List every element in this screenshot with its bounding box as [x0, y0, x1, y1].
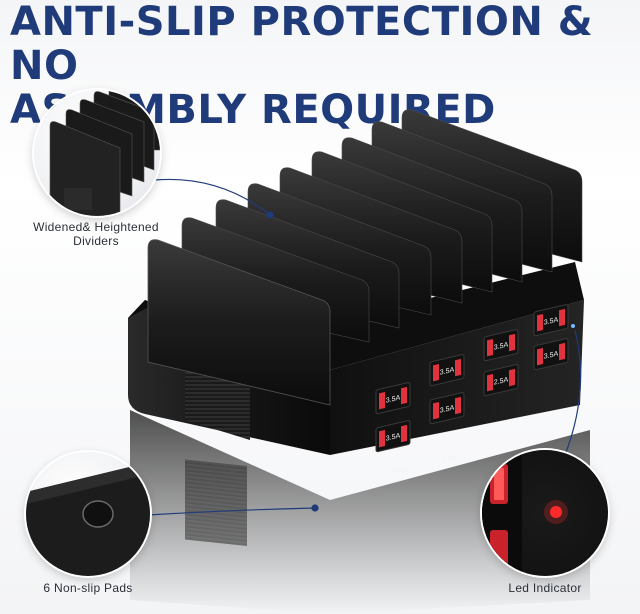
usb-port-rating: 3.5A — [386, 393, 401, 404]
usb-port-rating: 2.5A — [494, 375, 509, 386]
usb-port-slot — [559, 342, 565, 361]
usb-port-slot — [487, 338, 493, 357]
usb-port-rating-reflection: 3.5A — [442, 455, 457, 462]
usb-port: 3.5A — [375, 420, 411, 453]
leader-line-dividers — [154, 178, 271, 216]
usb-port-slot — [433, 363, 439, 382]
usb-port-slot — [433, 401, 439, 420]
callout-dividers-label: Widened& Heightened Dividers — [33, 220, 159, 248]
usb-port: 3.5A — [533, 304, 569, 337]
usb-port: 3.5A — [375, 382, 411, 415]
callout-pads-label: 6 Non-slip Pads — [43, 581, 133, 595]
led-closeup — [482, 450, 568, 576]
usb-ports: 3.5A 3.5A 3.5A 2.5A 3.5A 3.5A 3.5A 3.5A 3.5A 3.5A — [375, 304, 569, 474]
leader-line-led — [564, 329, 582, 456]
usb-port-slot — [401, 424, 407, 443]
callout-pads-circle — [26, 452, 150, 576]
callout-led-label: Led Indicator — [508, 581, 582, 595]
divider-1 — [147, 239, 331, 406]
usb-port: 3.5A — [429, 354, 465, 387]
usb-port-rating-reflection: 3.5A — [392, 467, 407, 474]
usb-port-slot — [559, 308, 565, 327]
led-indicator-dot — [571, 324, 575, 328]
usb-port-rating: 3.5A — [440, 365, 455, 376]
usb-port-rating: 3.5A — [494, 340, 509, 351]
usb-port: 2.5A — [483, 364, 519, 397]
callout-led-circle — [482, 450, 608, 576]
leader-line-pads — [147, 507, 316, 516]
usb-port-slot — [401, 386, 407, 405]
callout-lines — [147, 178, 582, 516]
usb-port-rating: 3.5A — [386, 431, 401, 442]
usb-port-rating: 3.5A — [544, 316, 559, 327]
led-glow-icon — [550, 506, 562, 518]
pads-closeup — [26, 462, 150, 576]
dividers-closeup — [49, 90, 160, 216]
non-slip-pad — [82, 500, 114, 528]
usb-port-slot — [455, 396, 461, 415]
usb-port: 3.5A — [533, 338, 569, 371]
usb-port-slot — [509, 333, 515, 352]
device-reflection — [130, 410, 590, 614]
usb-port: 3.5A — [429, 392, 465, 425]
usb-port-slot — [537, 347, 543, 366]
leader-dot-dividers — [266, 211, 274, 219]
usb-port-slot — [509, 368, 515, 387]
dividers — [147, 109, 583, 406]
callout-dividers-circle — [34, 90, 160, 216]
usb-port-slot — [379, 391, 385, 410]
usb-port-slot — [487, 373, 493, 392]
usb-port-rating: 3.5A — [544, 350, 559, 361]
usb-port-slot — [537, 313, 543, 332]
headline-line-1: ANTI-SLIP PROTECTION & NO — [10, 0, 594, 89]
usb-port: 3.5A — [483, 329, 519, 362]
usb-port-slot — [455, 358, 461, 377]
usb-port-slot — [379, 429, 385, 448]
leader-dot-pads — [311, 504, 319, 512]
usb-port-rating: 3.5A — [440, 403, 455, 414]
